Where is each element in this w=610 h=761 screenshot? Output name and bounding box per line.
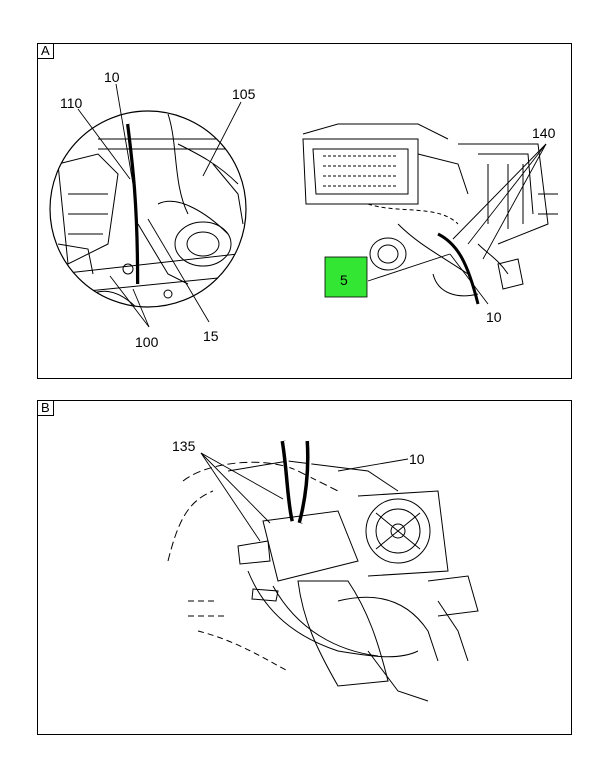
engine-detail-right bbox=[302, 123, 558, 305]
panel-b-label: B bbox=[37, 400, 54, 416]
callout-5: 5 bbox=[340, 272, 348, 288]
callout-10-top: 10 bbox=[104, 69, 120, 85]
panel-b-illustration: 135 10 bbox=[167, 438, 479, 702]
callout-110: 110 bbox=[60, 95, 83, 111]
leader-lines bbox=[77, 83, 547, 328]
compressor-view bbox=[167, 440, 479, 702]
callout-10-right: 10 bbox=[486, 309, 502, 325]
engine-detail-circle bbox=[50, 111, 246, 307]
callout-15: 15 bbox=[203, 328, 219, 344]
panel-a-label: A bbox=[37, 43, 54, 59]
highlight-box bbox=[324, 256, 368, 298]
callout-140: 140 bbox=[532, 125, 556, 141]
callout-135: 135 bbox=[172, 438, 196, 454]
callout-105: 105 bbox=[232, 86, 256, 102]
panel-a: A bbox=[37, 43, 572, 379]
panel-a-illustration: 10 110 105 100 15 140 5 10 bbox=[49, 69, 558, 350]
callout-10: 10 bbox=[409, 451, 425, 467]
panel-b: B bbox=[37, 400, 572, 735]
leader-lines-b bbox=[200, 452, 409, 542]
callout-100: 100 bbox=[135, 334, 159, 350]
